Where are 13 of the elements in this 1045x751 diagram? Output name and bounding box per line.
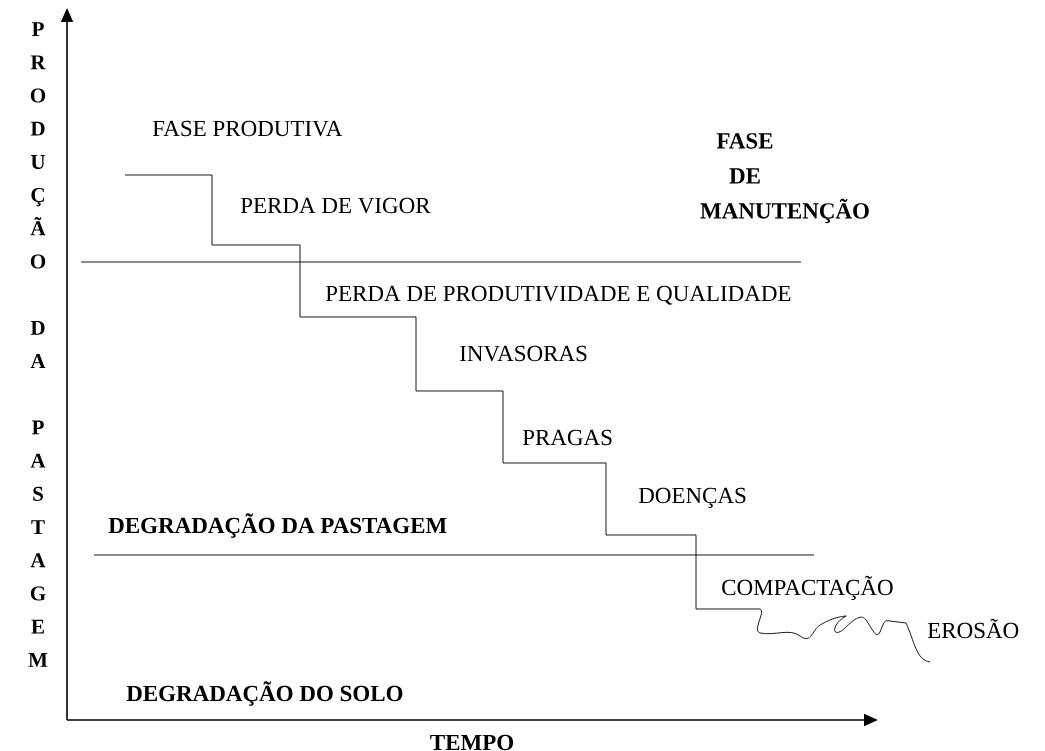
- axis-label: PRODUÇÃO DA PASTAGEM: [28, 22, 48, 667]
- stage-label: PERDA DE VIGOR: [240, 197, 431, 214]
- phase-label: DEGRADAÇÃO DO SOLO: [126, 681, 403, 706]
- axis-label: TEMPO: [430, 734, 514, 751]
- stage-label: PRAGAS: [522, 429, 612, 446]
- phase-label: FASE DE MANUTENÇÃO: [700, 133, 869, 224]
- phase-label: FASE PRODUTIVA: [152, 120, 343, 137]
- phase-label: DEGRADAÇÃO DA PASTAGEM: [108, 513, 447, 538]
- stage-label: PERDA DE PRODUTIVIDADE E QUALIDADE: [325, 285, 791, 305]
- stage-label: DOENÇAS: [638, 487, 746, 508]
- stage-label: EROSÃO: [927, 618, 1019, 639]
- stage-label: INVASORAS: [460, 345, 587, 362]
- stage-label: COMPACTAÇÃO: [722, 575, 893, 600]
